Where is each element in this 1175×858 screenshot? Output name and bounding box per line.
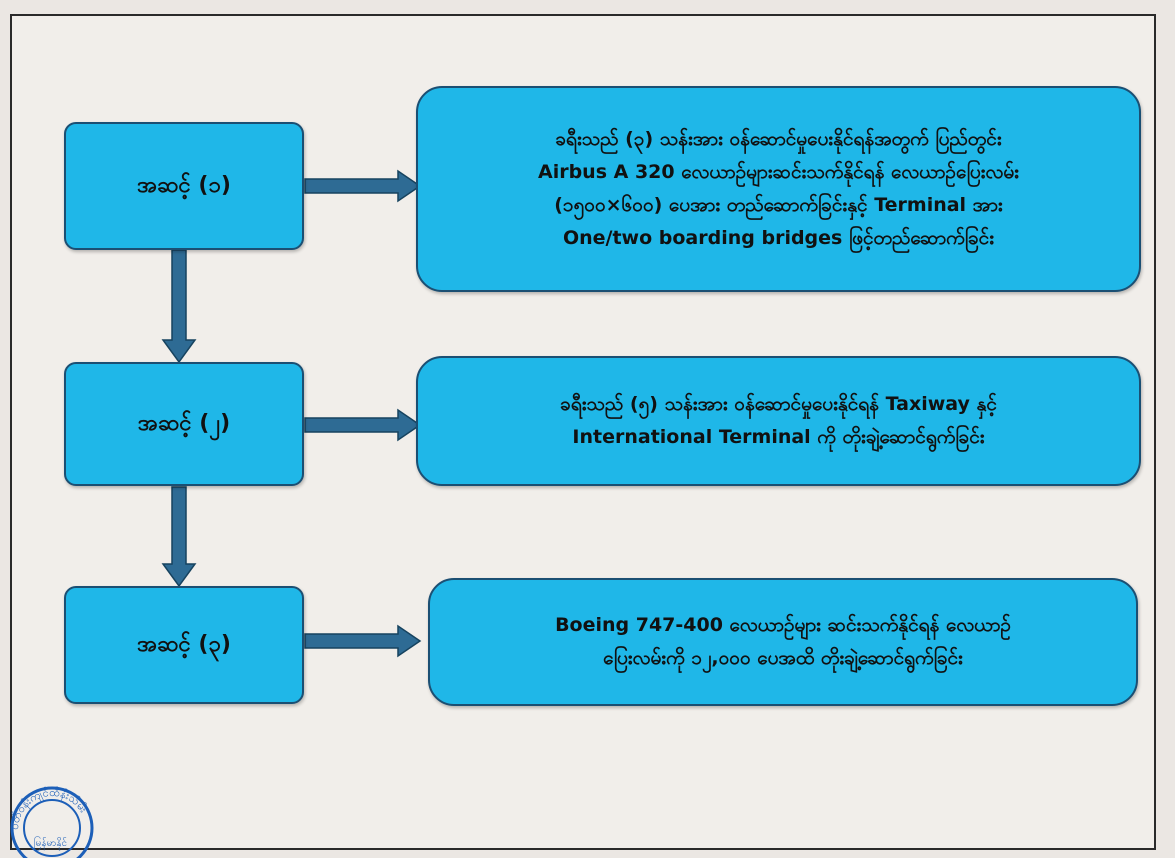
step-1-line-3: (၁၅၀၀×၆၀၀) ပေအား တည်ဆောက်ခြင်းနှင့် Term… (554, 194, 1003, 216)
svg-text:ပတ်ဝန်းကျင်ထိန်းသိမ်း: ပတ်ဝန်းကျင်ထိန်းသိမ်း (8, 786, 90, 831)
arrow-step2-to-step3 (161, 486, 197, 588)
step-2-line-2: International Terminal ကို တိုးချဲ့ဆောင်… (572, 426, 985, 448)
step-2-box: အဆင့် (၂) (64, 362, 304, 486)
step-2-description-box: ခရီးသည် (၅) သန်းအား ဝန်ဆောင်မှုပေးနိုင်ရ… (416, 356, 1141, 486)
step-3-line-2: ပြေးလမ်းကို ၁၂,၀၀၀ ပေအထိ တိုးချဲ့ဆောင်ရွ… (603, 647, 963, 669)
arrow-step2-to-desc2 (304, 408, 422, 442)
step-1-line-1: ခရီးသည် (၃) သန်းအား ဝန်ဆောင်မှုပေးနိုင်ရ… (555, 127, 1002, 150)
step-1-line-4: One/two boarding bridges ဖြင့်တည်ဆောက်ခြ… (562, 227, 995, 250)
seal-inner-text: မြန်မာနိုင် (34, 835, 67, 851)
arrow-step3-to-desc3 (304, 624, 422, 658)
seal-stamp-icon: ပတ်ဝန်းကျင်ထိန်းသိမ်း မြန်မာနိုင် (8, 786, 94, 858)
step-1-description-box: ခရီးသည် (၃) သန်းအား ဝန်ဆောင်မှုပေးနိုင်ရ… (416, 86, 1141, 292)
step-2-line-1: ခရီးသည် (၅) သန်းအား ဝန်ဆောင်မှုပေးနိုင်ရ… (560, 392, 997, 415)
official-seal: ပတ်ဝန်းကျင်ထိန်းသိမ်း မြန်မာနိုင် (4, 768, 94, 858)
step-1-label: အဆင့် (၁) (137, 172, 231, 198)
arrow-step1-to-step2 (161, 249, 197, 364)
step-1-box: အဆင့် (၁) (64, 122, 304, 250)
seal-text: ပတ်ဝန်းကျင်ထိန်းသိမ်း (8, 786, 90, 831)
step-3-line-1: Boeing 747-400 လေယာဉ်များ ဆင်းသက်နိုင်ရန… (555, 613, 1011, 636)
step-3-description-box: Boeing 747-400 လေယာဉ်များ ဆင်းသက်နိုင်ရန… (428, 578, 1138, 706)
arrow-step1-to-desc1 (304, 169, 422, 203)
step-2-label: အဆင့် (၂) (137, 410, 231, 436)
step-3-box: အဆင့် (၃) (64, 586, 304, 704)
step-3-label: အဆင့် (၃) (137, 631, 231, 657)
step-1-line-2: Airbus A 320 လေယာဉ်များဆင်းသက်နိုင်ရန် လ… (537, 160, 1019, 183)
